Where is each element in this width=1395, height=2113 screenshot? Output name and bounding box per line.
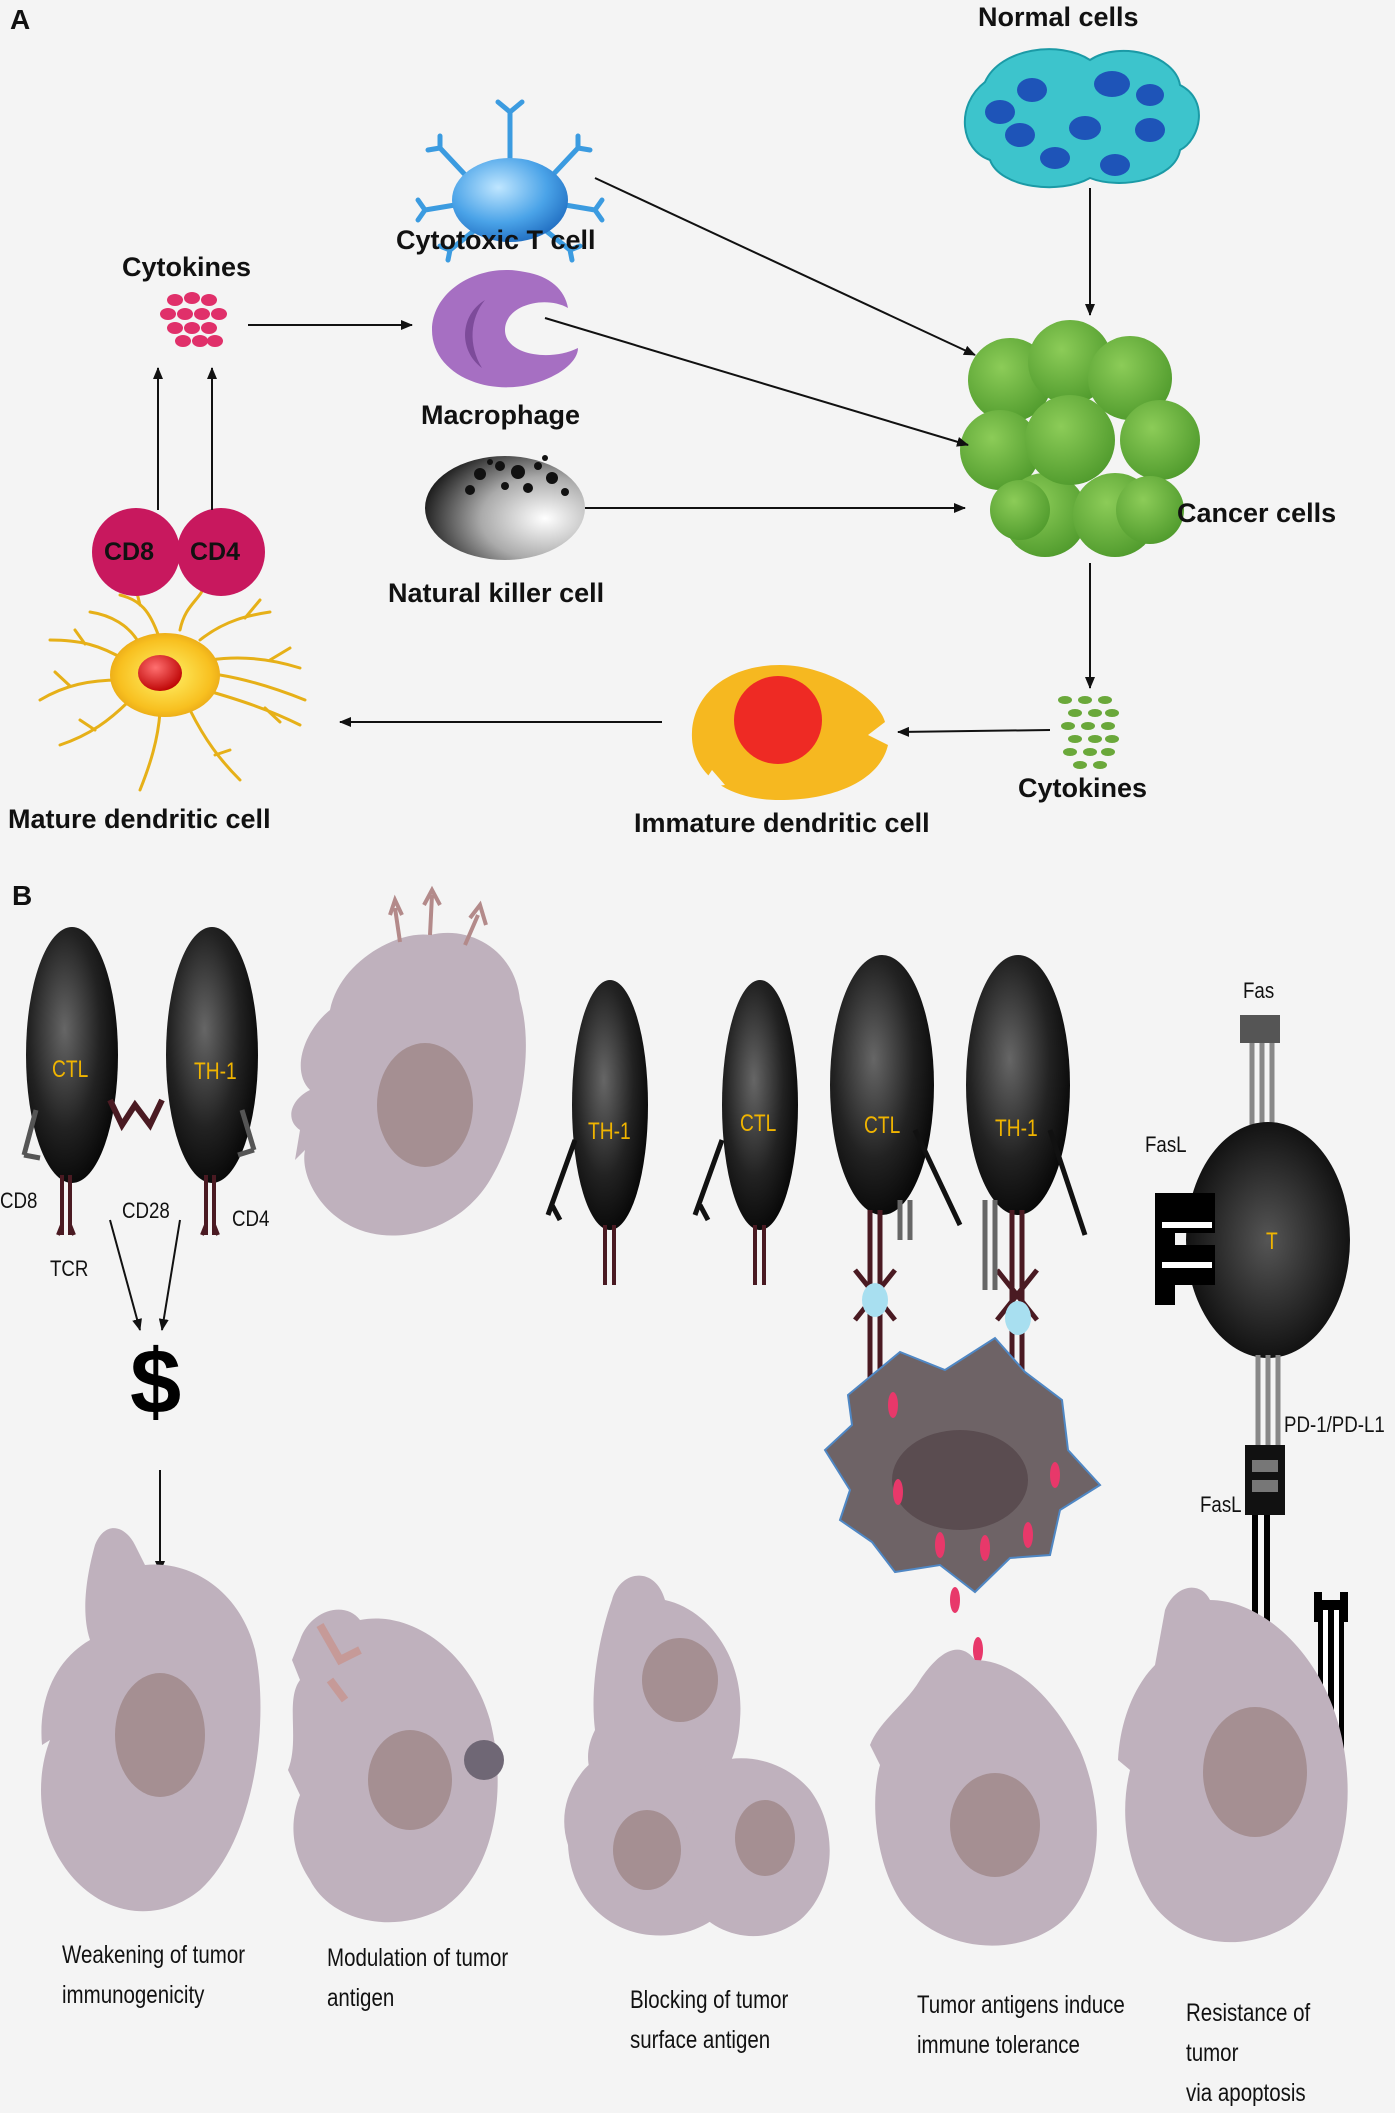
cd8-label: CD8 [104,538,155,566]
t-cell-fas [1155,1015,1350,1750]
caption-line-1: Tumor antigens induce [917,1991,1125,2019]
cd8-marker-label: CD8 [0,1188,38,1213]
caption-resistance: Resistance of tumor via apoptosis [1186,1993,1357,2113]
caption-modulation: Modulation of tumor antigen [327,1938,508,2018]
panel-label-b: B [12,880,33,911]
tumor-cell-2 [288,1609,504,1923]
tcr-marker-label: TCR [50,1256,89,1281]
panel-a-arrows [153,177,1095,737]
fas-label: Fas [1243,978,1275,1003]
tumor-cell-3 [564,1575,830,1937]
ctl-th1-pair-left [21,927,258,1236]
th1-label-3: TH-1 [995,1115,1038,1142]
tumor-cell-1 [40,1528,261,1912]
macrophage-shape [432,269,578,388]
cd28-marker-label: CD28 [122,1198,170,1223]
normal-cells-cluster [963,48,1200,189]
ctl-label-2: CTL [740,1110,777,1137]
caption-line-2: immune tolerance [917,2031,1080,2059]
mature-dendritic-cell-shape [38,583,307,792]
cancer-cells-label: Cancer cells [1177,498,1337,528]
cancer-cells-cluster [960,320,1200,557]
cytotoxic-t-cell-label: Cytotoxic T cell [396,225,596,255]
caption-line-2: via apoptosis [1186,2079,1306,2107]
th1-label-2: TH-1 [588,1118,631,1145]
immature-dendritic-cell-label: Immature dendritic cell [634,808,930,838]
natural-killer-cell-label: Natural killer cell [388,578,605,608]
caption-line-1: Weakening of tumor [62,1941,246,1969]
panel-label-a: A [10,4,31,35]
cd8-cd4-cells [92,508,265,596]
caption-line-2: immunogenicity [62,1981,205,2009]
natural-killer-cell-shape [425,455,585,560]
cytokines-bottom-label: Cytokines [1018,773,1148,803]
mature-dendritic-cell-label: Mature dendritic cell [8,804,271,834]
cytokines-bottom-cluster [1058,696,1119,769]
caption-line-1: Modulation of tumor [327,1944,509,1972]
caption-line-2: surface antigen [630,2026,771,2054]
cd4-marker-label: CD4 [232,1206,270,1231]
fasl-label-1: FasL [1145,1132,1187,1157]
caption-tolerance: Tumor antigens induce immune tolerance [917,1985,1125,2065]
pd1-pdl1-label: PD-1/PD-L1 [1284,1412,1385,1437]
caption-weakening: Weakening of tumor immunogenicity [62,1935,245,2015]
cytokines-top-label: Cytokines [122,252,252,282]
fasl-label-2: FasL [1200,1492,1242,1517]
t-cells-row [545,955,1088,1395]
ctl-label-3: CTL [864,1112,901,1139]
tumor-cell-5 [1118,1587,1348,1943]
cytokines-top-cluster [160,292,227,347]
t-label: T [1266,1228,1278,1255]
immature-dendritic-cell-shape [691,665,888,800]
caption-blocking: Blocking of tumor surface antigen [630,1980,788,2060]
caption-line-2: antigen [327,1984,395,2012]
caption-line-1: Resistance of tumor [1186,1999,1311,2067]
panel-b-arrows [109,1219,181,1573]
ctl-label-1: CTL [52,1056,89,1083]
dollar-symbol: $ [130,1331,182,1433]
tumor-cell-top [291,885,526,1236]
cytotoxic-t-cell-shape [415,99,605,263]
tumor-cell-4 [870,1649,1097,1946]
macrophage-label: Macrophage [421,400,581,430]
th1-label-1: TH-1 [194,1058,237,1085]
caption-line-1: Blocking of tumor [630,1986,789,2014]
normal-cells-label: Normal cells [978,2,1139,32]
cd4-label: CD4 [190,538,241,566]
